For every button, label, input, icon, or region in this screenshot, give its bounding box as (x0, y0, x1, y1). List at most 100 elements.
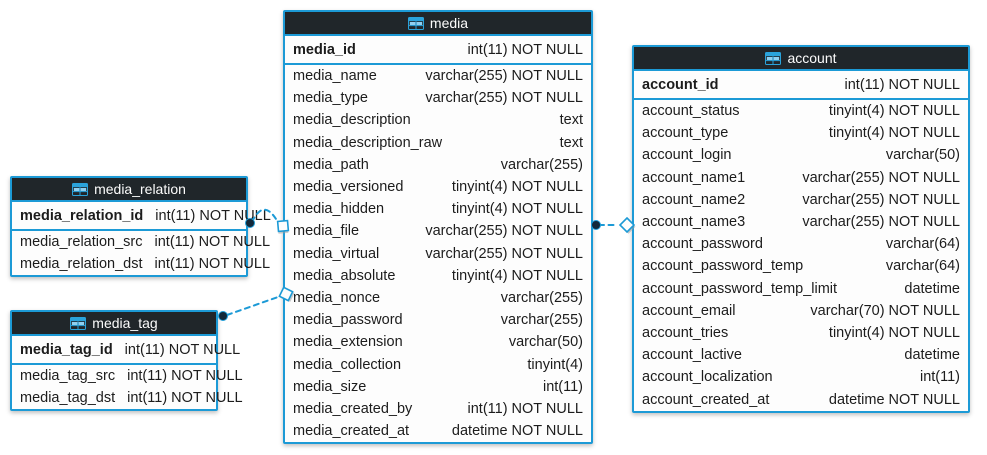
field-rows: media_tag_src int(11) NOT NULL media_tag… (12, 365, 243, 409)
field-row[interactable]: media_hidden tinyint(4) NOT NULL (285, 198, 591, 220)
table-icon (407, 16, 424, 30)
field-row[interactable]: media_created_at datetime NOT NULL (285, 420, 591, 442)
field-name: account_created_at (642, 391, 770, 408)
table-title: account (787, 50, 837, 66)
table-icon (70, 316, 87, 330)
field-name: media_hidden (293, 201, 385, 218)
field-row[interactable]: account_tries tinyint(4) NOT NULL (634, 322, 968, 344)
field-row[interactable]: media_tag_dst int(11) NOT NULL (12, 387, 243, 409)
field-type: text (559, 112, 583, 129)
table-header[interactable]: media (285, 12, 591, 36)
field-row[interactable]: media_created_by int(11) NOT NULL (285, 398, 591, 420)
table-header[interactable]: account (634, 47, 968, 71)
table-header[interactable]: media_relation (12, 178, 246, 202)
field-row[interactable]: account_password varchar(64) (634, 233, 968, 255)
field-row[interactable]: media_extension varchar(50) (285, 331, 591, 353)
field-row[interactable]: media_collection tinyint(4) (285, 353, 591, 375)
field-row[interactable]: account_name1 varchar(255) NOT NULL (634, 167, 968, 189)
field-row[interactable]: media_description text (285, 109, 591, 131)
field-row[interactable]: account_email varchar(70) NOT NULL (634, 300, 968, 322)
field-type: varchar(64) (885, 258, 960, 275)
relationship-media-account[interactable] (591, 216, 636, 234)
field-row[interactable]: account_lactive datetime (634, 344, 968, 366)
field-row[interactable]: media_relation_dst int(11) NOT NULL (12, 253, 270, 275)
primary-key-row[interactable]: media_tag_id int(11) NOT NULL (12, 336, 240, 365)
field-name: media_file (293, 223, 360, 240)
field-type: datetime (904, 280, 960, 297)
table-account[interactable]: account account_id int(11) NOT NULL acco… (632, 45, 970, 413)
field-row[interactable]: media_type varchar(255) NOT NULL (285, 87, 591, 109)
field-row[interactable]: media_size int(11) (285, 376, 591, 398)
field-name: media_relation_id (20, 207, 144, 224)
field-type: int(11) (542, 378, 583, 395)
field-type: varchar(255) NOT NULL (802, 214, 960, 231)
table-header[interactable]: media_tag (12, 312, 216, 336)
primary-key-row[interactable]: account_id int(11) NOT NULL (634, 71, 968, 100)
field-row[interactable]: media_file varchar(255) NOT NULL (285, 220, 591, 242)
field-name: media_created_by (293, 400, 413, 417)
field-name: media_description_raw (293, 134, 443, 151)
field-name: account_name1 (642, 169, 746, 186)
primary-key-row[interactable]: media_id int(11) NOT NULL (285, 36, 591, 65)
field-type: tinyint(4) NOT NULL (451, 267, 583, 284)
field-rows: account_status tinyint(4) NOT NULL accou… (634, 100, 968, 411)
field-name: account_status (642, 103, 740, 120)
field-type: datetime NOT NULL (828, 391, 960, 408)
field-name: media_description (293, 112, 411, 129)
field-name: media_relation_src (20, 234, 143, 251)
table-media_relation[interactable]: media_relation media_relation_id int(11)… (10, 176, 271, 278)
field-type: varchar(255) NOT NULL (802, 169, 960, 186)
field-name: media_virtual (293, 245, 380, 262)
table-media_tag[interactable]: media_tag media_tag_id int(11) NOT NULL … (10, 310, 243, 412)
field-type: int(11) NOT NULL (467, 41, 584, 58)
table-media[interactable]: media media_id int(11) NOT NULL media_na… (283, 10, 593, 445)
field-row[interactable]: media_name varchar(255) NOT NULL (285, 65, 591, 87)
field-row[interactable]: media_virtual varchar(255) NOT NULL (285, 243, 591, 265)
field-name: account_type (642, 125, 729, 142)
field-row[interactable]: account_type tinyint(4) NOT NULL (634, 122, 968, 144)
table-title: media_relation (94, 181, 186, 197)
field-type: tinyint(4) NOT NULL (828, 125, 960, 142)
table-title: media (429, 15, 469, 31)
field-type: int(11) NOT NULL (127, 390, 243, 407)
table-icon (765, 51, 782, 65)
field-row[interactable]: media_versioned tinyint(4) NOT NULL (285, 176, 591, 198)
field-type: varchar(255) (500, 289, 583, 306)
field-name: account_password_temp_limit (642, 280, 838, 297)
primary-key-row[interactable]: media_relation_id int(11) NOT NULL (12, 202, 271, 231)
field-row[interactable]: account_name2 varchar(255) NOT NULL (634, 189, 968, 211)
field-type: varchar(255) NOT NULL (802, 191, 960, 208)
field-row[interactable]: media_relation_src int(11) NOT NULL (12, 231, 270, 253)
field-row[interactable]: media_nonce varchar(255) (285, 287, 591, 309)
field-type: tinyint(4) NOT NULL (451, 201, 583, 218)
field-type: int(11) NOT NULL (127, 368, 243, 385)
field-type: varchar(64) (885, 236, 960, 253)
field-row[interactable]: account_password_temp varchar(64) (634, 255, 968, 277)
field-name: media_collection (293, 356, 402, 373)
field-row[interactable]: media_absolute tinyint(4) NOT NULL (285, 265, 591, 287)
field-type: varchar(50) (508, 334, 583, 351)
field-name: account_password (642, 236, 763, 253)
field-type: int(11) NOT NULL (844, 76, 961, 93)
field-type: text (559, 134, 583, 151)
field-row[interactable]: media_description_raw text (285, 132, 591, 154)
field-name: account_tries (642, 324, 729, 341)
field-row[interactable]: media_tag_src int(11) NOT NULL (12, 365, 243, 387)
field-name: account_lactive (642, 347, 742, 364)
field-row[interactable]: media_path varchar(255) (285, 154, 591, 176)
field-name: media_extension (293, 334, 403, 351)
field-type: int(11) NOT NULL (124, 341, 241, 358)
field-row[interactable]: account_login varchar(50) (634, 144, 968, 166)
field-row[interactable]: media_password varchar(255) (285, 309, 591, 331)
field-name: media_path (293, 156, 369, 173)
field-row[interactable]: account_status tinyint(4) NOT NULL (634, 100, 968, 122)
field-name: media_password (293, 312, 403, 329)
field-row[interactable]: account_name3 varchar(255) NOT NULL (634, 211, 968, 233)
field-name: media_name (293, 68, 377, 85)
field-type: varchar(255) (500, 312, 583, 329)
field-name: media_versioned (293, 179, 404, 196)
field-row[interactable]: account_localization int(11) (634, 366, 968, 388)
field-type: varchar(255) NOT NULL (425, 245, 583, 262)
field-row[interactable]: account_password_temp_limit datetime (634, 278, 968, 300)
field-row[interactable]: account_created_at datetime NOT NULL (634, 388, 968, 410)
